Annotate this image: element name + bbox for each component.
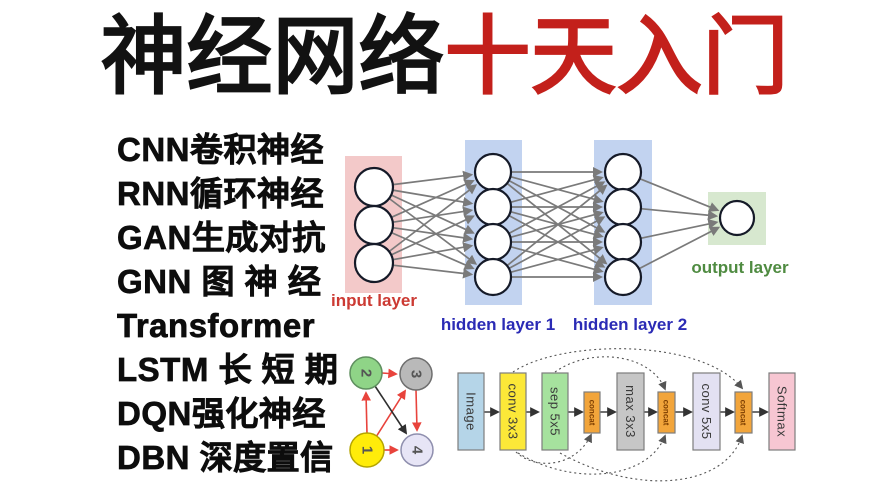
- block-sep5x5-label: sep 5x5: [548, 387, 563, 436]
- block-image-label: Image: [464, 392, 479, 431]
- graph-edge-1-2: [361, 391, 371, 435]
- block-sep5x5: [541, 372, 569, 451]
- hidden-layer1-label: hidden layer 1: [441, 315, 555, 334]
- topic-item-dbn: DBN 深度置信: [117, 439, 334, 477]
- graph-node-4: [400, 433, 434, 467]
- graph-node-4-number: 4: [409, 446, 426, 455]
- topic-item-dqn: DQN强化神经: [117, 395, 326, 433]
- topic-item-rnn: RNN循环神经: [117, 175, 324, 213]
- page-title: 神经网络十天入门: [0, 6, 889, 109]
- topic-item-cnn: CNN卷积神经: [117, 131, 324, 169]
- architecture-diagram: Image conv 3x3 sep 5x5 concat max 3x3 co…: [457, 348, 796, 482]
- graph-edge-3-4: [412, 389, 422, 432]
- title-red-part: 十天入门: [444, 9, 789, 105]
- graph-node-1: [349, 432, 385, 468]
- graph-edge-2-3: [381, 368, 398, 379]
- block-concat1-label: concat: [588, 400, 597, 426]
- block-image: [457, 372, 485, 451]
- topic-item-gan: GAN生成对抗: [117, 219, 326, 257]
- nn-connections: [388, 166, 721, 283]
- block-softmax-label: Softmax: [775, 386, 790, 437]
- graph-edge-1-3: [375, 389, 407, 438]
- skip-connection-top-1: [512, 348, 744, 390]
- graph-edge-2-4: [374, 385, 408, 435]
- graph-diagram: 2 3 1 4: [349, 356, 434, 468]
- nn-neurons: [353, 152, 756, 297]
- block-concat-2: [657, 391, 676, 434]
- block-softmax: [768, 372, 796, 451]
- block-conv5x5-label: conv 5x5: [699, 383, 714, 439]
- block-conv5x5: [692, 372, 721, 451]
- skip-connection-top-2: [554, 356, 667, 391]
- nn-diagram: input layer hidden layer 1 hidden layer …: [331, 140, 789, 334]
- topic-item-transformer: Transformer: [117, 307, 316, 345]
- block-conv3x3-label: conv 3x3: [506, 383, 521, 439]
- title-black-part: 神经网络: [100, 9, 445, 105]
- hidden-layer2-label: hidden layer 2: [573, 315, 687, 334]
- graph-node-3: [399, 357, 433, 391]
- block-max3x3-label: max 3x3: [623, 385, 638, 438]
- block-max3x3: [616, 372, 645, 451]
- block-concat3-label: concat: [739, 400, 748, 426]
- block-concat2-label: concat: [662, 400, 671, 426]
- topic-item-lstm: LSTM 长 短 期: [117, 351, 339, 389]
- input-layer-label: input layer: [331, 291, 417, 310]
- block-concat-1: [583, 391, 601, 434]
- graph-node-1-number: 1: [359, 446, 376, 454]
- topic-list: CNN卷积神经 RNN循环神经 GAN生成对抗 GNN 图 神 经 Transf…: [117, 128, 339, 480]
- graph-node-2-number: 2: [358, 369, 375, 377]
- block-concat-3: [734, 391, 753, 434]
- skip-connection-bottom-1: [515, 433, 592, 464]
- skip-connection-bottom-3: [559, 434, 744, 482]
- graph-node-2: [349, 356, 383, 390]
- graph-node-3-number: 3: [408, 370, 425, 378]
- output-layer-label: output layer: [691, 258, 789, 277]
- topic-item-gnn: GNN 图 神 经: [117, 263, 322, 301]
- block-conv3x3: [499, 372, 527, 451]
